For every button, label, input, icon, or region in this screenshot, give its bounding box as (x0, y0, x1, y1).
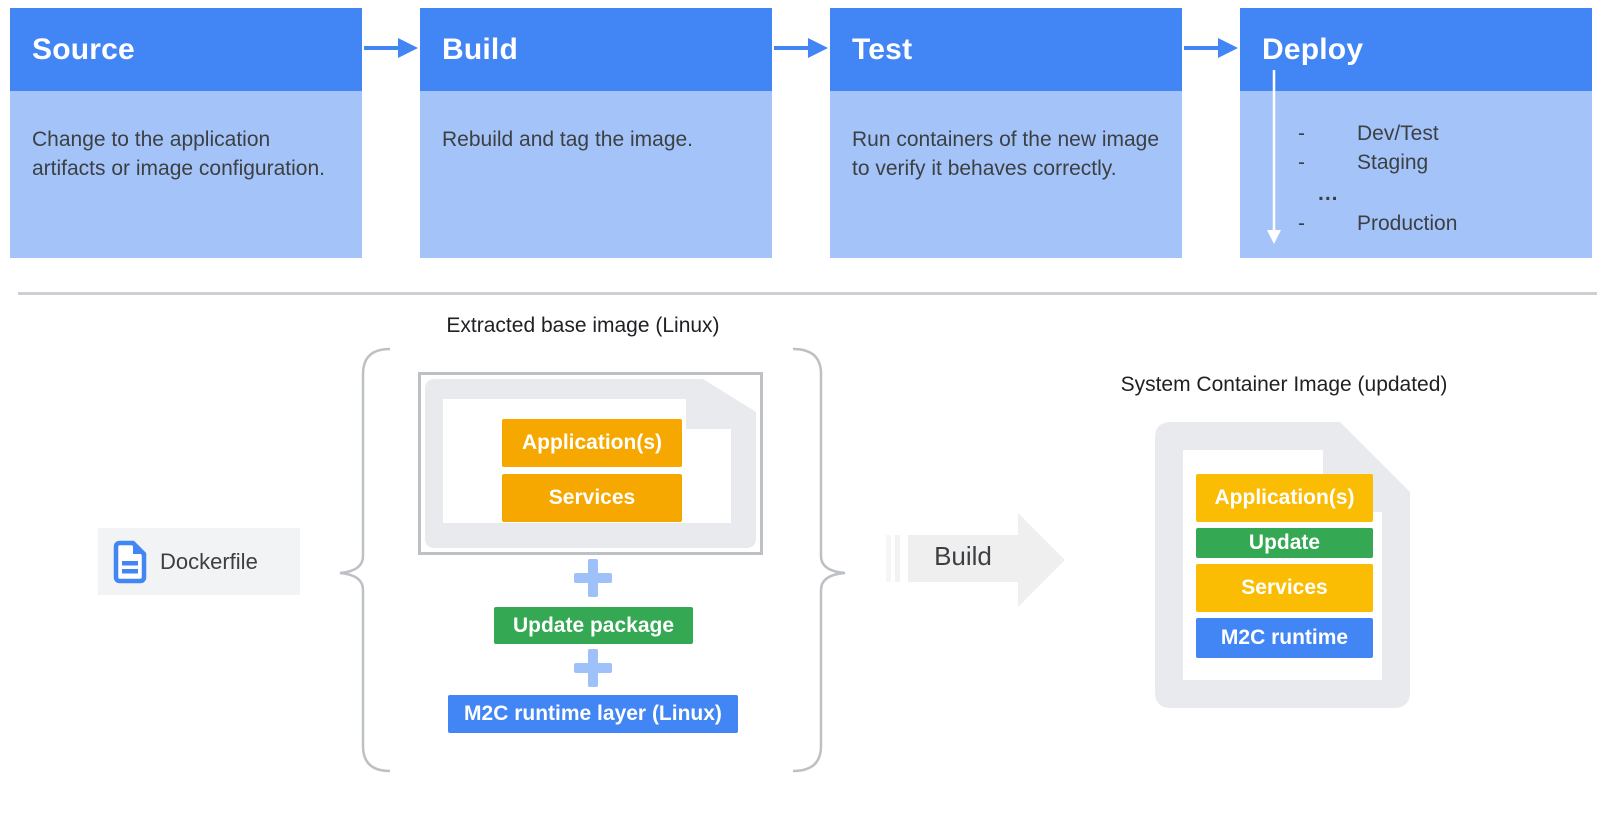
stage-card-test: Test Run containers of the new image to … (830, 8, 1182, 258)
extracted-base-image-title: Extracted base image (Linux) (446, 314, 720, 337)
result-layer-runtime: M2C runtime (1196, 618, 1373, 658)
stage-card-source: Source Change to the application artifac… (10, 8, 362, 258)
section-divider (18, 292, 1597, 295)
plus-icon (573, 558, 613, 598)
dockerfile-chip: Dockerfile (98, 528, 300, 595)
result-layer-update: Update (1196, 528, 1373, 558)
deploy-item-ellipsis: ... (1318, 182, 1339, 205)
left-brace-icon (339, 347, 391, 773)
update-package-box: Update package (494, 607, 693, 644)
deploy-item-bullet: - (1298, 212, 1305, 235)
stage-description-build: Rebuild and tag the image. (420, 91, 772, 258)
base-layer-services: Services (502, 474, 682, 522)
stage-description-test: Run containers of the new image to verif… (830, 91, 1182, 258)
result-layer-applications: Application(s) (1196, 474, 1373, 522)
stage-card-build: Build Rebuild and tag the image. (420, 8, 772, 258)
build-arrow-label: Build (934, 541, 992, 571)
pipeline-arrow-icon (1184, 38, 1238, 58)
dockerfile-label: Dockerfile (160, 548, 258, 574)
stage-title-build: Build (420, 8, 772, 91)
system-container-image-title: System Container Image (updated) (1120, 373, 1448, 396)
stage-title-deploy: Deploy (1240, 8, 1592, 91)
stage-card-deploy: Deploy - Dev/Test - Staging ... - Produc… (1240, 8, 1592, 258)
build-arrow-icon (886, 513, 1065, 607)
plus-icon (573, 648, 613, 688)
base-layer-applications: Application(s) (502, 419, 682, 467)
deploy-down-arrow-icon (1267, 70, 1281, 244)
stage-title-test: Test (830, 8, 1182, 91)
deploy-item-bullet: - (1298, 151, 1305, 174)
deploy-item-bullet: - (1298, 122, 1305, 145)
runtime-layer-box: M2C runtime layer (Linux) (448, 695, 738, 733)
pipeline-arrow-icon (364, 38, 418, 58)
document-icon (113, 540, 147, 583)
stage-title-source: Source (10, 8, 362, 91)
stage-description-source: Change to the application artifacts or i… (10, 91, 362, 258)
deploy-item-label: Staging (1357, 151, 1429, 174)
result-layer-services: Services (1196, 564, 1373, 612)
deploy-item-label: Production (1357, 212, 1458, 235)
stage-body-deploy: - Dev/Test - Staging ... - Production (1240, 91, 1592, 258)
pipeline-arrow-icon (774, 38, 828, 58)
deploy-item-label: Dev/Test (1357, 122, 1439, 145)
right-brace-icon (792, 347, 846, 773)
